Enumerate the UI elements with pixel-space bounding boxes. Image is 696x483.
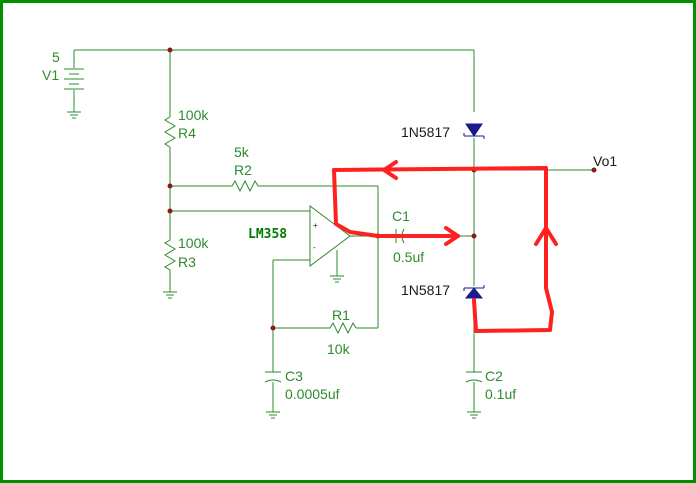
junctions	[167, 47, 597, 331]
opamp-part-label: LM358	[248, 227, 287, 242]
v1-ref-label: V1	[42, 67, 59, 83]
r4-value-label: 100k	[178, 107, 209, 123]
c2-capacitor-symbol	[465, 371, 483, 383]
arrow-left-icon	[382, 160, 398, 180]
r4-ref-label: R4	[178, 125, 196, 141]
c2-ref-label: C2	[485, 368, 503, 384]
v1-source-symbol	[64, 68, 84, 90]
ground-symbols	[67, 111, 481, 419]
c3-ref-label: C3	[285, 368, 303, 384]
r1-value-label: 10k	[327, 341, 351, 357]
r2-resistor-symbol	[228, 179, 259, 193]
d-top-diode-symbol	[463, 123, 485, 139]
r2-value-label: 5k	[234, 144, 250, 160]
d-bottom-diode-symbol	[463, 285, 485, 299]
opamp-plus-pin-label: +	[313, 221, 318, 230]
c2-value-label: 0.1uf	[485, 386, 516, 402]
arrow-up-icon	[534, 226, 558, 246]
d-top-part-label: 1N5817	[401, 124, 450, 140]
d-bottom-part-label: 1N5817	[401, 282, 450, 298]
lm358-opamp-symbol	[309, 205, 351, 267]
c3-capacitor-symbol	[264, 371, 282, 383]
r4-resistor-symbol	[164, 112, 176, 150]
arrow-right-icon	[444, 226, 460, 246]
v1-value-label: 5	[52, 49, 60, 65]
c1-ref-label: C1	[392, 208, 410, 224]
r2-ref-label: R2	[234, 162, 252, 178]
r3-ref-label: R3	[178, 254, 196, 270]
wires	[73, 49, 594, 412]
output-vo1-label: Vo1	[593, 153, 617, 169]
r3-resistor-symbol	[164, 232, 176, 272]
opamp-minus-pin-label: -	[313, 243, 316, 252]
current-path-annotation	[332, 160, 558, 333]
r3-value-label: 100k	[178, 235, 209, 251]
c3-value-label: 0.0005uf	[285, 386, 340, 402]
r1-ref-label: R1	[332, 307, 350, 323]
r1-resistor-symbol	[326, 321, 357, 335]
c1-value-label: 0.5uf	[393, 249, 424, 265]
